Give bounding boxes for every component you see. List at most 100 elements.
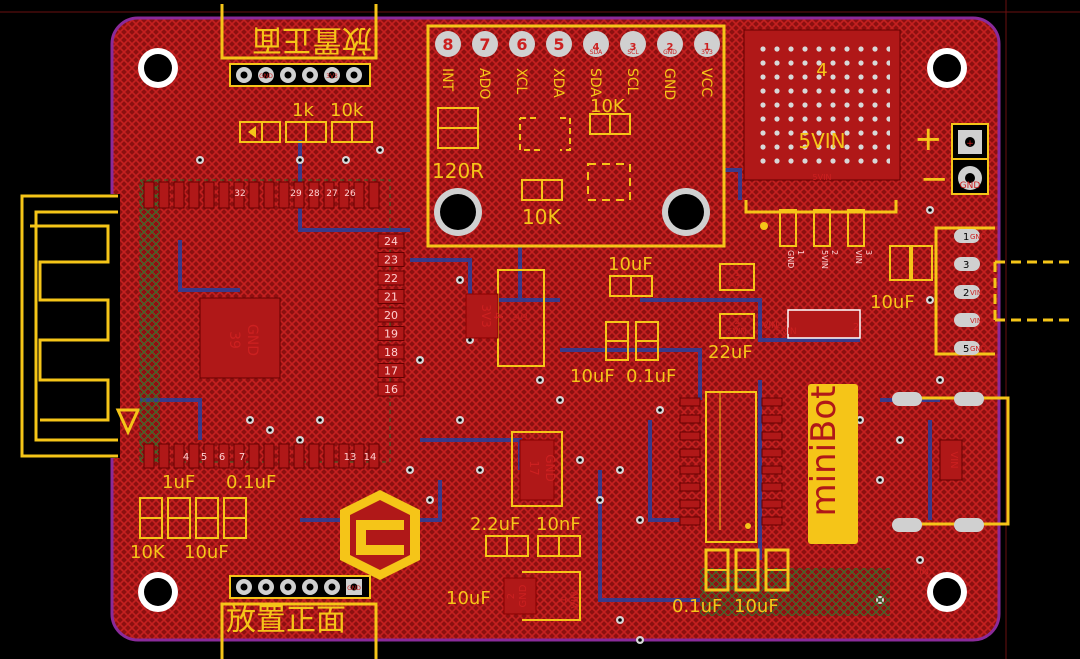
battery-pin-plus: + — [966, 139, 974, 149]
esp-top-pad — [173, 181, 185, 209]
cap-10uf-e-label: 10uF — [184, 542, 229, 563]
imu-pin — [546, 31, 572, 57]
imu-pin-name: ADO — [476, 68, 492, 99]
via-hole — [638, 638, 642, 642]
esp-right-pin-label: 20 — [384, 309, 398, 322]
header-pin-hole — [328, 71, 336, 79]
header-pin-label: GND — [259, 73, 273, 80]
via-hole — [468, 338, 472, 342]
cap-1uf-label: 1uF — [162, 472, 195, 493]
caps-10uf-01uf[interactable]: 10uF 0.1uF — [570, 321, 676, 387]
via-hole — [878, 478, 882, 482]
esp-bottom-pad — [293, 443, 305, 469]
reg-5vin-2: 5VIN — [775, 327, 796, 337]
via-hole — [378, 148, 382, 152]
header-pin-hole — [306, 71, 314, 79]
ic-pad — [679, 448, 701, 458]
header-pin-hole — [240, 71, 248, 79]
esp-top-pad — [308, 181, 320, 209]
via-hole — [298, 438, 302, 442]
imu-pin — [620, 31, 646, 57]
esp-center-pad — [199, 297, 281, 379]
regulator-block[interactable]: 1 GND 2 5VIN 2 5VIN VIN 22uF — [708, 263, 861, 363]
header-pin-label: 3V3 — [326, 73, 338, 80]
ic-17[interactable]: GND 17 — [511, 431, 563, 507]
servo-pin — [954, 341, 980, 355]
esp-right-pad — [377, 344, 405, 360]
servo-pin — [954, 257, 980, 271]
header-pin-hole — [350, 583, 358, 591]
cap-10uf-mid[interactable]: 10uF — [608, 254, 653, 297]
battery-plus-sign: + — [914, 119, 943, 159]
caps-bottom-left[interactable]: 1uF 0.1uF 10K 10uF — [130, 472, 276, 563]
esp-center-number: 39 — [226, 331, 242, 349]
imu-pin — [694, 31, 720, 57]
header-pin-hole — [284, 71, 292, 79]
imu-pin-name: XDA — [550, 68, 566, 98]
esp-right-pin-label: 23 — [384, 254, 398, 267]
caps-bottom-mid[interactable]: 0.1uF 10uF VIN — [672, 548, 929, 617]
header-pin-hole — [284, 583, 292, 591]
cap-01uf-label: 0.1uF — [626, 366, 676, 387]
via-hole — [418, 358, 422, 362]
esp-right-pad — [377, 326, 405, 341]
reg-vin: VIN — [762, 321, 778, 331]
slide-switch[interactable]: VIN — [892, 392, 1010, 532]
imu-pin-number: 1 — [704, 42, 711, 53]
imu-pin-name: SDA — [587, 68, 603, 97]
cap-10uf-right-label: 10uF — [870, 292, 915, 313]
ic-pad — [679, 516, 701, 526]
r-1k-10k[interactable]: 1k 10k — [239, 100, 373, 143]
esp-bottom-pin-label: 13 — [344, 452, 357, 463]
esp-bottom-pin-label: 7 — [239, 452, 245, 463]
imu-pad-label: 3V3 — [701, 49, 713, 56]
via-hole — [938, 378, 942, 382]
cap-01uf-c-label: 0.1uF — [672, 596, 722, 617]
imu-pin-name: GND — [661, 68, 677, 100]
via-hole — [458, 278, 462, 282]
via-hole — [918, 558, 922, 562]
ic17-num: 17 — [527, 460, 541, 475]
imu-pin-number: 6 — [516, 35, 527, 54]
esp-top-pin-label: 27 — [326, 189, 337, 199]
esp-top-pad — [323, 181, 335, 209]
esp-bottom-pad — [368, 443, 380, 469]
imu-pad-label: SDA — [590, 49, 603, 56]
imu-pad-label: GND — [663, 49, 677, 56]
cap-10nf-label: 10nF — [536, 514, 581, 535]
esp-bottom-pad — [233, 443, 245, 469]
servo-pin-number: 1 — [963, 232, 969, 243]
cap-10uf-right[interactable]: 10uF — [870, 245, 933, 313]
servo-pin-number: 2 — [963, 288, 969, 299]
driver-ic[interactable] — [679, 391, 783, 543]
esp-bottom-pad — [173, 443, 185, 469]
ldo-3v3[interactable]: 3V3 4 3V3 — [465, 269, 545, 367]
regulator-pin-label: 2 — [830, 250, 839, 255]
imu-r-120r: 120R — [432, 159, 484, 183]
battery-connector[interactable]: + − + GND — [914, 119, 989, 199]
esp-bottom-pad — [143, 443, 155, 469]
esp-right-pin-label: 21 — [384, 291, 398, 304]
via-hole — [428, 498, 432, 502]
esp-top-pad — [293, 181, 305, 209]
via-hole — [928, 208, 932, 212]
bottom-header[interactable]: GND 放置正面 — [220, 575, 378, 659]
imu-pin-number: 2 — [667, 42, 674, 53]
esp-bottom-pad — [353, 443, 365, 469]
imu-pin-name: XCL — [513, 68, 529, 94]
ic-pad — [761, 431, 783, 441]
via-hole — [318, 418, 322, 422]
esp-center-gnd: GND — [244, 324, 260, 356]
caps-22-10nf[interactable]: 2.2uF 10nF — [470, 514, 581, 557]
esp-right-pin-label: 17 — [384, 365, 398, 378]
via-hole — [478, 468, 482, 472]
power-module-label: 5VIN — [798, 129, 845, 153]
ldo-bottom[interactable]: 2 GND 1 VIN 10uF — [446, 571, 581, 621]
r-10k-b-label: 10K — [130, 542, 166, 563]
